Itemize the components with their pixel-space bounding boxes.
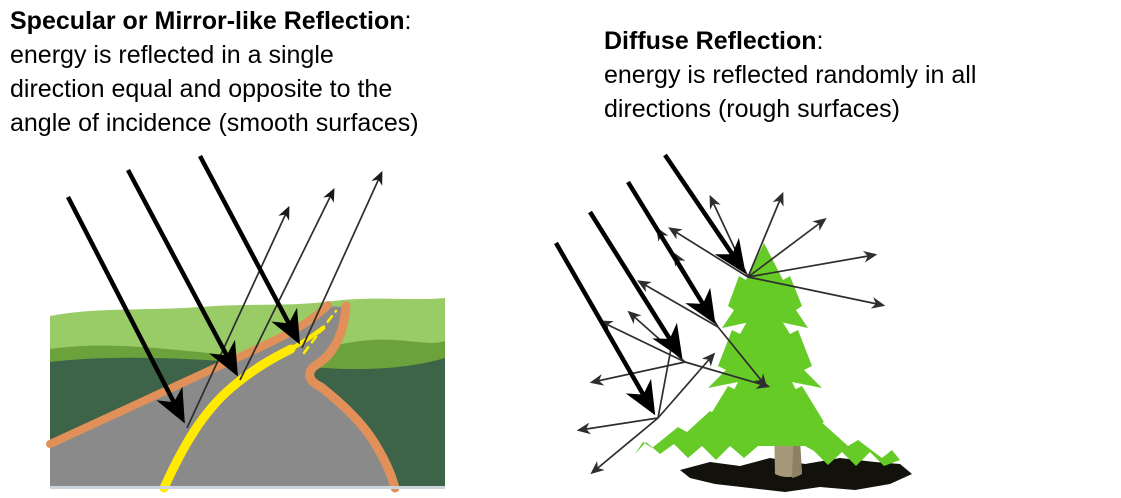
road-scene <box>46 154 445 493</box>
incident-ray-2 <box>126 168 238 377</box>
tree-tier-2 <box>708 292 822 394</box>
diffuse-title-colon: : <box>816 27 824 55</box>
specular-title: Specular or Mirror-like Reflection <box>10 7 405 35</box>
scattered-ray-16 <box>590 417 659 475</box>
specular-panel-caption: Specular or Mirror-like Reflection: ener… <box>10 4 510 140</box>
incident-ray-1 <box>663 153 746 274</box>
scattered-ray-2 <box>747 191 784 278</box>
reflected-ray-3 <box>301 170 383 349</box>
specular-description-line-2: direction equal and opposite to the <box>10 75 393 103</box>
diffuse-description-line-1: energy is reflected randomly in all <box>604 61 977 89</box>
tree-tier-1 <box>722 243 808 332</box>
diffuse-figure <box>554 153 912 492</box>
scattered-ray-13 <box>589 361 686 386</box>
tree-foliage <box>635 243 900 466</box>
photo-bottom-edge <box>50 486 445 489</box>
diffuse-title: Diffuse Reflection <box>604 27 817 55</box>
scattered-ray-5 <box>747 276 886 309</box>
diffuse-title-line: Diffuse Reflection: <box>604 24 1104 58</box>
diffuse-rays <box>554 153 886 475</box>
incident-ray-4 <box>554 241 656 416</box>
specular-title-colon: : <box>404 7 412 35</box>
incident-ray-1 <box>66 195 185 424</box>
reflected-ray-1 <box>186 205 290 429</box>
scattered-ray-14 <box>684 361 771 389</box>
center-line-solid <box>159 344 296 493</box>
incident-ray-3 <box>588 210 683 360</box>
specular-figure <box>46 154 445 493</box>
tree-scene <box>554 153 912 492</box>
diffuse-panel-caption: Diffuse Reflection: energy is reflected … <box>604 24 1104 126</box>
specular-rays <box>66 154 383 429</box>
incident-ray-2 <box>626 180 716 325</box>
scattered-ray-4 <box>747 250 878 278</box>
reflected-ray-2 <box>239 187 335 381</box>
scattered-ray-15 <box>576 417 659 435</box>
incident-ray-3 <box>198 154 300 345</box>
diffuse-description-line-2: directions (rough surfaces) <box>604 95 900 123</box>
scattered-ray-10 <box>717 326 768 388</box>
specular-description-line-3: angle of incidence (smooth surfaces) <box>10 109 419 137</box>
scattered-ray-9 <box>637 280 719 328</box>
specular-description-line-1: energy is reflected in a single <box>10 41 334 69</box>
scattered-ray-17 <box>657 352 716 419</box>
tree-tier-4 <box>635 392 900 466</box>
center-line-dashed <box>302 309 338 355</box>
road-shoulder-right <box>305 301 400 493</box>
specular-title-line: Specular or Mirror-like Reflection: <box>10 4 510 38</box>
scattered-ray-3 <box>747 217 827 278</box>
